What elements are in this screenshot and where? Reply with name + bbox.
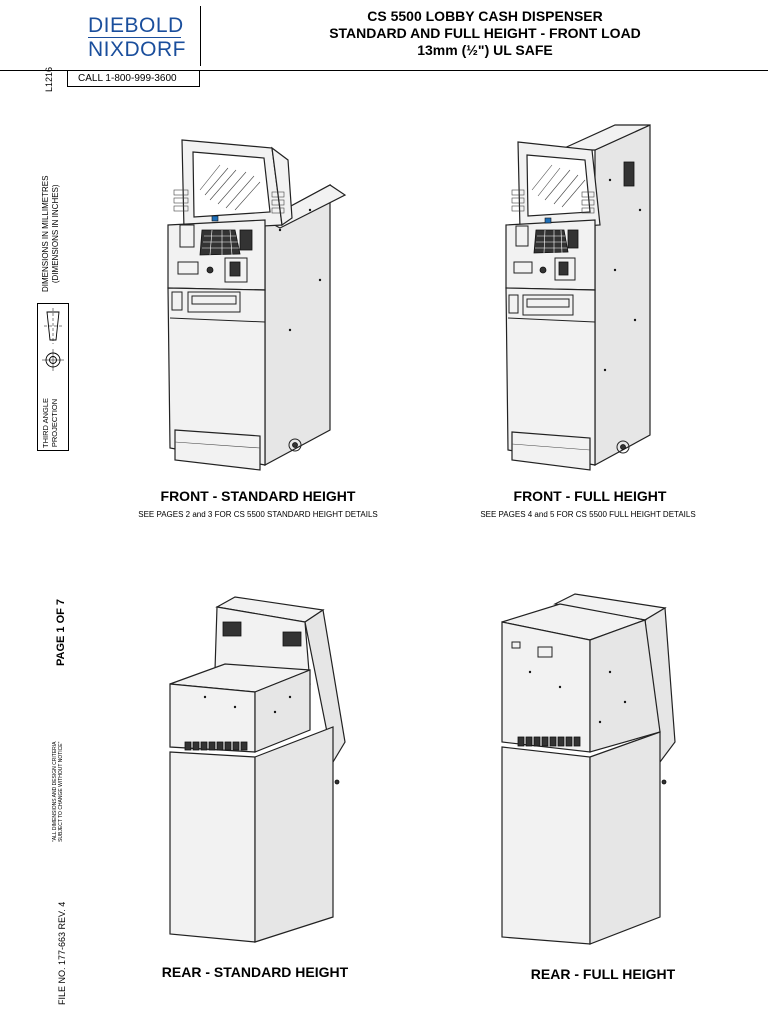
subcaption-front-standard: SEE PAGES 2 and 3 FOR CS 5500 STANDARD H… (138, 510, 378, 519)
logo-rule (88, 37, 181, 38)
rear-full-drawing (501, 593, 676, 945)
projection-line-2: PROJECTION (50, 398, 59, 448)
projection-symbol (42, 308, 64, 371)
drawing-code: L1216 (44, 66, 54, 92)
logo-line-1: DIEBOLD (88, 14, 184, 37)
caption-front-standard: FRONT - STANDARD HEIGHT (160, 488, 356, 504)
dimensions-line-2: (DIMENSIONS IN INCHES) (51, 184, 60, 284)
title-line-1: CS 5500 LOBBY CASH DISPENSER (367, 8, 603, 24)
front-standard-drawing (167, 139, 347, 471)
front-full-drawing (505, 124, 651, 471)
dimensions-line-1: DIMENSIONS IN MILLIMETRES (41, 175, 50, 292)
projection-line-1: THIRD ANGLE (41, 397, 50, 448)
projection-label: THIRD ANGLE PROJECTION (41, 398, 59, 448)
rear-standard-drawing (169, 596, 346, 943)
caption-rear-standard: REAR - STANDARD HEIGHT (161, 964, 349, 980)
caption-front-full: FRONT - FULL HEIGHT (513, 488, 667, 504)
company-logo: DIEBOLD NIXDORF (70, 6, 201, 66)
header-rule (0, 70, 768, 71)
notice-line-2: SUBJECT TO CHANGE WITHOUT NOTICE" (58, 741, 64, 842)
document-title: CS 5500 LOBBY CASH DISPENSER STANDARD AN… (215, 8, 755, 59)
title-line-2: STANDARD AND FULL HEIGHT - FRONT LOAD (329, 25, 641, 41)
file-number: FILE NO. 177-663 REV. 4 (57, 901, 67, 1005)
subcaption-front-full: SEE PAGES 4 and 5 FOR CS 5500 FULL HEIGH… (480, 510, 696, 519)
caption-rear-full: REAR - FULL HEIGHT (530, 966, 676, 982)
projection-box: THIRD ANGLE PROJECTION (37, 303, 69, 451)
dimensions-note: DIMENSIONS IN MILLIMETRES (DIMENSIONS IN… (41, 176, 61, 292)
page-number: PAGE 1 OF 7 (55, 598, 67, 666)
design-notice: "ALL DIMENSIONS AND DESIGN CRITERIA SUBJ… (52, 742, 64, 843)
title-line-3: 13mm (½") UL SAFE (417, 42, 553, 58)
logo-line-2: NIXDORF (88, 38, 186, 61)
phone-box: CALL 1-800-999-3600 (67, 70, 200, 87)
